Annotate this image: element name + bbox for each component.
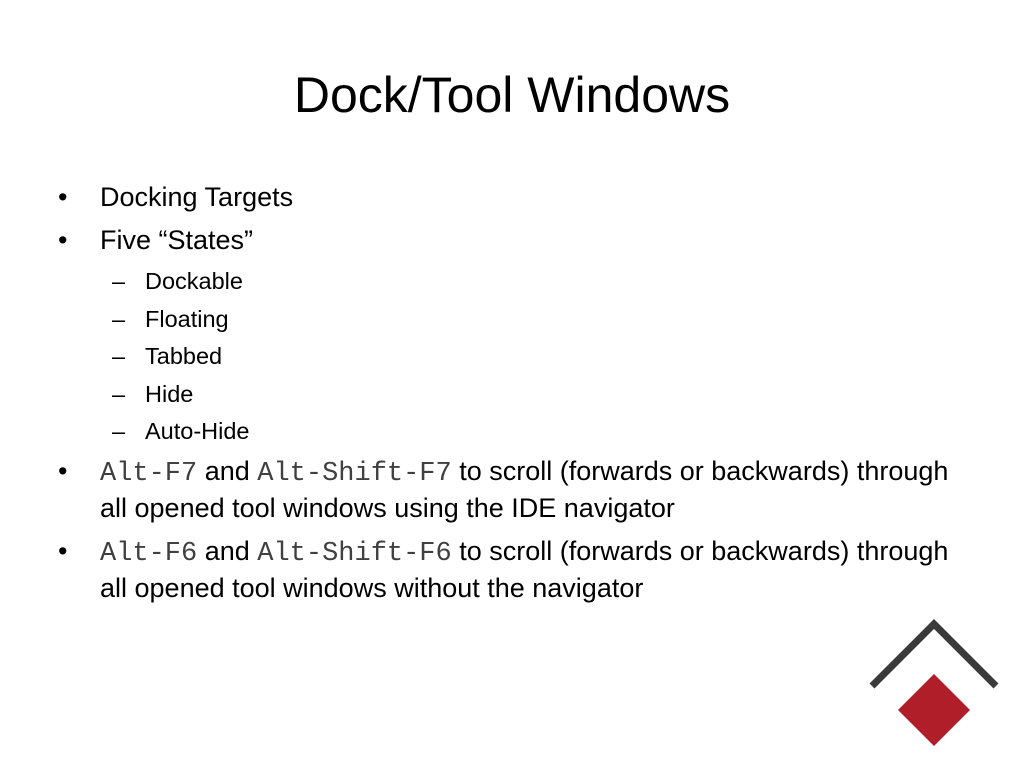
sub-item: – Dockable (56, 266, 956, 296)
bullet-marker: • (58, 455, 68, 486)
slide-content: • Docking Targets • Five “States” – Dock… (56, 180, 956, 614)
bullet-marker: • (58, 225, 68, 255)
sub-text: Auto-Hide (145, 418, 250, 444)
chevron-up-icon (869, 619, 999, 689)
sub-marker: – (112, 305, 126, 332)
conjunction-text: and (197, 455, 258, 486)
sub-text: Dockable (145, 268, 243, 294)
sub-marker: – (112, 268, 126, 294)
shortcut-key: Alt-Shift-F7 (257, 458, 452, 489)
bullet-item: • Five “States” (56, 223, 956, 257)
sub-marker: – (112, 343, 126, 369)
bullet-text: to scroll (forwards or backwards) throug… (100, 535, 949, 603)
sub-text: Floating (145, 305, 229, 332)
shortcut-key: Alt-F6 (100, 538, 198, 569)
bullet-marker: • (58, 182, 68, 212)
bullet-text: Docking Targets (100, 182, 294, 212)
shortcut-key: Alt-F7 (100, 458, 198, 489)
sub-text: Hide (145, 380, 194, 407)
sub-item: – Auto-Hide (56, 416, 956, 446)
diamond-icon (898, 674, 970, 746)
sub-item: – Hide (56, 379, 956, 409)
slide-title: Dock/Tool Windows (293, 67, 731, 123)
bullet-text: to scroll (forwards or backwards) throug… (100, 455, 949, 523)
sub-item: – Tabbed (56, 341, 956, 371)
bullet-text: Five “States” (100, 225, 254, 255)
sub-marker: – (112, 380, 126, 407)
shortcut-bullet: • Alt-F6 and Alt-Shift-F6 to scroll (for… (56, 534, 956, 605)
sub-list: – Dockable – Floating – Tabbed – Hide – … (56, 266, 956, 446)
conjunction-text: and (197, 535, 258, 566)
logo-icon (869, 619, 999, 746)
sub-marker: – (112, 418, 126, 444)
shortcut-bullet: • Alt-F7 and Alt-Shift-F7 to scroll (for… (56, 454, 956, 525)
shortcut-key: Alt-Shift-F6 (257, 538, 452, 569)
sub-item: – Floating (56, 304, 956, 334)
bullet-item: • Docking Targets (56, 180, 956, 214)
bullet-marker: • (58, 535, 68, 566)
sub-text: Tabbed (145, 343, 223, 369)
